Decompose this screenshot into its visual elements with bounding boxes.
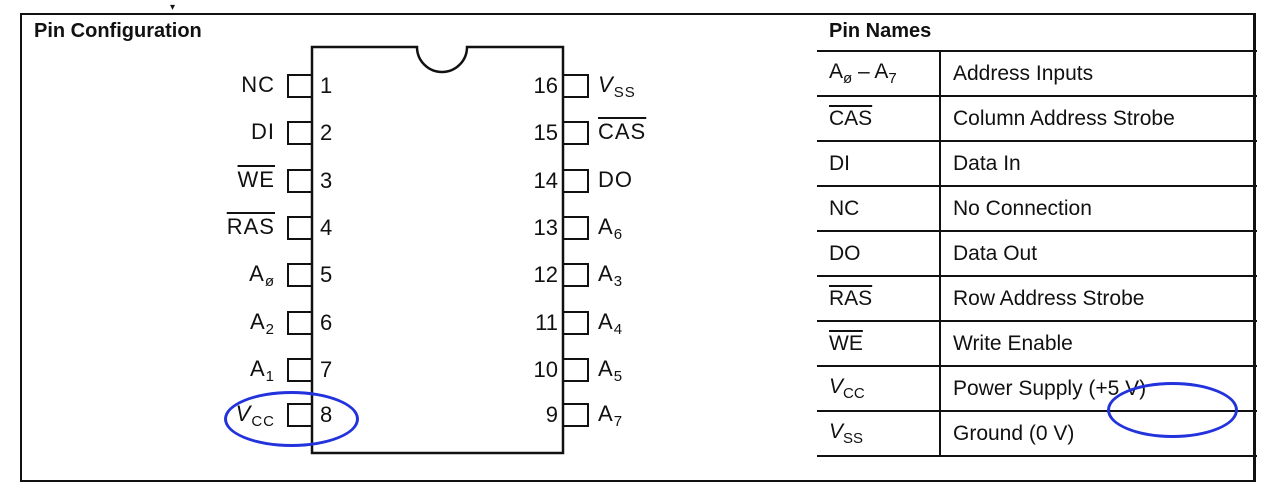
- pin-number-3: 3: [320, 168, 333, 193]
- pin-number-15: 15: [533, 120, 558, 145]
- pin-symbol: NC: [817, 185, 941, 231]
- pin-box-5: [287, 263, 312, 287]
- highlight-ellipse-power-supply: [1107, 382, 1238, 438]
- pin-box-7: [287, 358, 312, 382]
- pin-label-7: A1: [249, 356, 275, 385]
- pin-label-5: Aø: [249, 261, 275, 290]
- pin-description: Ground (0 V): [940, 410, 1257, 457]
- pin-label-13: A6: [598, 214, 624, 243]
- pin-label-10: A5: [598, 356, 624, 385]
- pin-number-2: 2: [320, 120, 333, 145]
- pin-box-12: [563, 263, 589, 287]
- pin-number-4: 4: [320, 215, 333, 240]
- pin-number-5: 5: [320, 262, 333, 287]
- pin-symbol: CAS: [817, 95, 941, 141]
- pin-box-2: [287, 121, 312, 145]
- pin-label-14: DO: [598, 167, 633, 192]
- pin-box-10: [563, 358, 589, 382]
- pin-description: Address Inputs: [940, 50, 1257, 96]
- pin-label-1: NC: [241, 72, 275, 97]
- pin-label-15: CAS: [598, 119, 647, 144]
- chip-outline: [287, 45, 589, 455]
- pin-symbol: Aø – A7: [817, 50, 941, 96]
- pin-description: No Connection: [940, 185, 1257, 231]
- pin-number-13: 13: [533, 215, 558, 240]
- pin-box-3: [287, 169, 312, 193]
- left-pin-boxes: [287, 74, 312, 427]
- pin-label-16: VSS: [598, 72, 636, 101]
- chip-body: [310, 45, 565, 455]
- pin-description: Data Out: [940, 230, 1257, 276]
- pin-box-15: [563, 121, 589, 145]
- pin-box-11: [563, 311, 589, 335]
- pin-symbol: DO: [817, 230, 941, 276]
- pin-symbol: VCC: [817, 365, 941, 411]
- right-pin-boxes: [563, 74, 589, 427]
- pin-label-4: RAS: [226, 214, 275, 239]
- pin-configuration-title: Pin Configuration: [34, 20, 202, 42]
- pin-names-header: Pin Names: [817, 13, 1257, 51]
- pin-number-10: 10: [533, 357, 558, 382]
- pin-label-3: WE: [237, 167, 275, 192]
- pin-box-13: [563, 216, 589, 240]
- pin-label-12: A3: [598, 261, 624, 290]
- pin-label-6: A2: [249, 309, 275, 338]
- pin-number-11: 11: [535, 310, 558, 335]
- stray-mark: ▾: [170, 2, 176, 13]
- pin-box-9: [563, 403, 589, 427]
- pin-number-9: 9: [545, 402, 558, 427]
- pin-number-6: 6: [320, 310, 333, 335]
- pin-description: Row Address Strobe: [940, 275, 1257, 321]
- pin-box-4: [287, 216, 312, 240]
- pin-symbol: DI: [817, 140, 941, 186]
- pin-number-1: 1: [320, 73, 333, 98]
- pin-label-2: DI: [251, 119, 275, 144]
- highlight-ellipse-pin-8: [224, 391, 359, 447]
- pin-number-14: 14: [533, 168, 558, 193]
- pin-label-9: A7: [598, 401, 624, 430]
- pin-description: Data In: [940, 140, 1257, 186]
- pin-symbol: VSS: [817, 410, 941, 457]
- pin-names-title: Pin Names: [829, 20, 932, 42]
- pin-label-11: A4: [598, 309, 624, 338]
- pin-number-12: 12: [533, 262, 558, 287]
- pin-symbol: WE: [817, 320, 941, 366]
- pin-description: Column Address Strobe: [940, 95, 1257, 141]
- pin-box-6: [287, 311, 312, 335]
- pin-description: Write Enable: [940, 320, 1257, 366]
- table-right-border: [1254, 13, 1256, 482]
- pin-number-7: 7: [320, 357, 333, 382]
- pin-symbol: RAS: [817, 275, 941, 321]
- pin-number-16: 16: [533, 73, 558, 98]
- pin-box-1: [287, 74, 312, 98]
- pin-box-16: [563, 74, 589, 98]
- pin-box-14: [563, 169, 589, 193]
